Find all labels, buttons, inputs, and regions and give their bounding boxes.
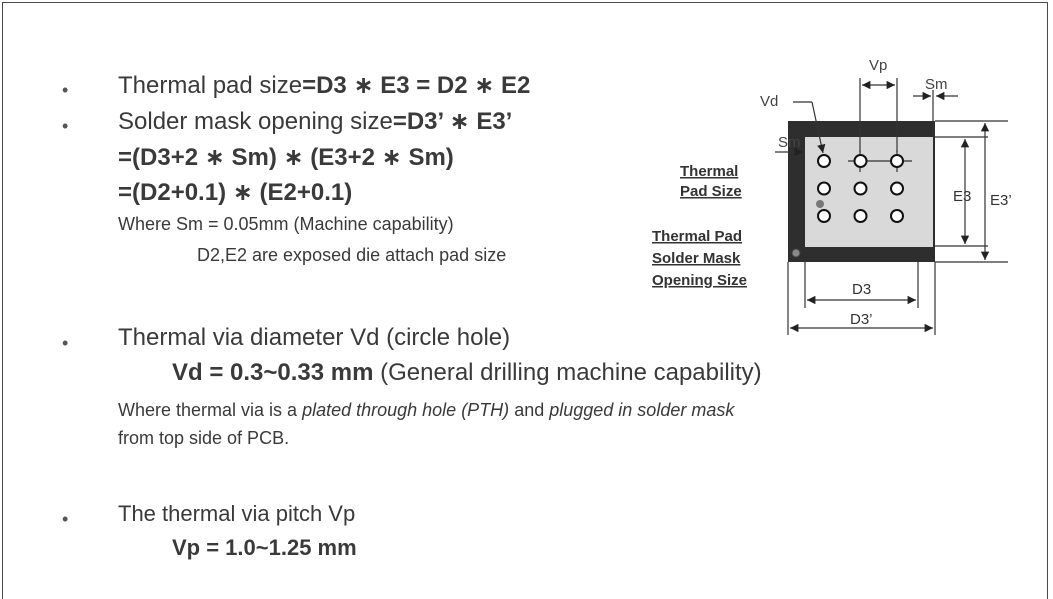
thermal-pad-indicator-dot: [816, 200, 824, 208]
via-diameter-formula: Vd = 0.3~0.33 mm: [172, 359, 374, 386]
bullet-marker: •: [62, 116, 69, 136]
sm-definition: Where Sm = 0.05mm (Machine capability): [118, 214, 454, 234]
thermal-via-circle: [853, 209, 868, 223]
thermal-via-circle: [890, 181, 904, 196]
vp-dimension: [859, 78, 898, 152]
e3-prime-label: E3’: [990, 192, 1012, 209]
d3-label: D3: [852, 281, 871, 298]
thermal-label: Thermal: [680, 163, 738, 180]
thermal-via-circle: [817, 209, 831, 223]
sm-left-label: Sm: [778, 134, 801, 151]
via-pitch-line: The thermal via pitch Vp: [118, 501, 356, 526]
solder-mask-label: Solder Mask: [652, 250, 741, 267]
vd-leader: [793, 101, 826, 154]
sm-top-label: Sm: [925, 76, 948, 93]
thermal-pad-size-formula: D3 ∗ E3 = D2 ∗ E2: [316, 72, 531, 99]
via-pitch-formula: Vp = 1.0~1.25 mm: [172, 535, 357, 560]
d2-e2-definition: D2,E2 are exposed die attach pad size: [197, 245, 507, 265]
thermal-via-circle: [853, 181, 868, 196]
e3-dimension: [935, 120, 1008, 263]
thermal-via-circle: [853, 154, 868, 168]
pth-note-line1: Where thermal via is a plated through ho…: [118, 400, 735, 420]
thermal-pad-size-line: Thermal pad size=D3 ∗ E3 = D2 ∗ E2: [118, 72, 531, 99]
vp-label: Vp: [869, 57, 887, 74]
thermal-via-grid: [817, 154, 904, 223]
solder-mask-formula: D3’ ∗ E3’: [406, 108, 513, 135]
vd-label: Vd: [760, 93, 778, 110]
e3-label: E3: [953, 188, 971, 205]
bullet-marker: •: [62, 333, 69, 353]
thermal-via-circle: [817, 181, 831, 196]
solder-mask-formula-line3: =(D2+0.1) ∗ (E2+0.1): [118, 179, 353, 206]
solder-mask-indicator-dot: [791, 248, 801, 258]
bullet-marker: •: [62, 80, 69, 100]
thermal-via-circle: [817, 154, 831, 168]
solder-mask-formula-line2: =(D3+2 ∗ Sm) ∗ (E3+2 ∗ Sm): [118, 144, 454, 171]
opening-size-label: Opening Size: [652, 272, 747, 289]
thermal-pad-label: Thermal Pad: [652, 228, 742, 245]
sm-top-dimension: [913, 90, 958, 137]
bullet-marker: •: [62, 509, 69, 529]
solder-mask-opening-line: Solder mask opening size=D3’ ∗ E3’: [118, 108, 513, 135]
d3-prime-label: D3’: [850, 311, 873, 328]
pth-note-line2: from top side of PCB.: [118, 428, 290, 448]
thermal-via-diameter-line: Thermal via diameter Vd (circle hole): [118, 324, 511, 351]
thermal-via-circle: [890, 209, 904, 223]
pad-size-label: Pad Size: [680, 183, 742, 200]
via-diameter-formula-line: Vd = 0.3~0.33 mm (General drilling machi…: [172, 359, 762, 386]
thermal-via-circle: [890, 154, 904, 168]
d3-dimension: [787, 262, 936, 335]
